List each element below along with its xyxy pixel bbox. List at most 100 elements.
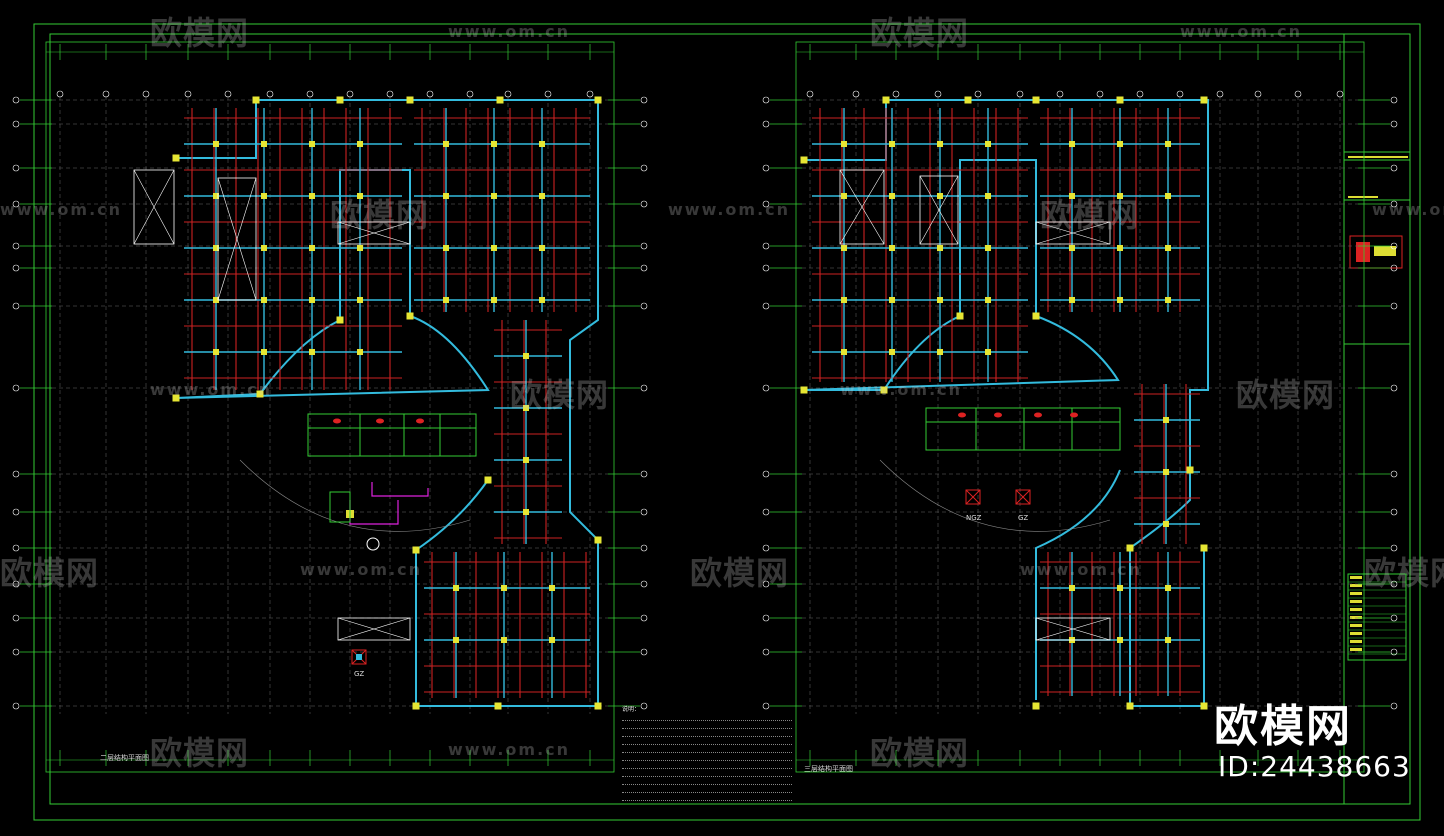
grid-bubble [762,614,770,622]
perimeter-column [1126,702,1134,710]
column [357,349,363,355]
stair-void [133,169,175,245]
outer-frame [33,23,1421,821]
grid-bubble [504,90,512,98]
perimeter-column [1032,312,1040,320]
column [213,245,219,251]
grid-bubble [1390,470,1398,478]
grid-bubble [762,200,770,208]
grid-bubble [12,702,20,710]
grid-bubble [544,90,552,98]
column [1165,585,1171,591]
column [841,245,847,251]
column [985,141,991,147]
grid-bubble [12,200,20,208]
grid-bubble [640,120,648,128]
perimeter-column [800,386,808,394]
grid-bubble [762,648,770,656]
dimension-frame [795,41,1365,773]
grid-bubble [762,544,770,552]
grid-bubble [762,384,770,392]
column [1117,297,1123,303]
perimeter-column [336,96,344,104]
grid-bubble [806,90,814,98]
column [539,193,545,199]
grid-bubble [1136,90,1144,98]
grid-bubble [1390,264,1398,272]
column [523,509,529,515]
perimeter-column [252,96,260,104]
grid-bubble [426,90,434,98]
grid-bubble [12,120,20,128]
column [1165,637,1171,643]
column [1117,193,1123,199]
grid-bubble [12,614,20,622]
grid-bubble [224,90,232,98]
perimeter-column [496,96,504,104]
column [309,297,315,303]
grid-bubble [640,200,648,208]
grid-bubble [12,508,20,516]
perimeter-column [1032,702,1040,710]
column [357,245,363,251]
perimeter-column [1126,544,1134,552]
stair-void-cross [217,177,257,301]
column [1069,585,1075,591]
floor-plan-left[interactable] [12,41,648,773]
perimeter-column [964,96,972,104]
grid-bubble [1390,96,1398,104]
grid-bubble [12,242,20,250]
column-detail-right [965,489,1031,505]
column [309,245,315,251]
column [443,193,449,199]
grid-bubble [12,164,20,172]
stair-void-cross [839,169,885,245]
column [937,193,943,199]
stair-void [1035,221,1111,245]
perimeter-column [172,154,180,162]
column [1069,297,1075,303]
column [889,297,895,303]
grid-bubble [762,164,770,172]
rebar-legend-table-right [925,407,1121,451]
grid-bubble [762,470,770,478]
grid-bubble [346,90,354,98]
grid-bubble [1390,702,1398,710]
grid-bubble [640,164,648,172]
column [1165,193,1171,199]
title-block-text-mark [1350,624,1362,627]
column [453,637,459,643]
stair-void [337,617,411,641]
grid-bubble [640,508,648,516]
grid-bubble [762,580,770,588]
title-block-text-mark [1350,592,1362,595]
building-wall-outline [1035,469,1121,700]
column [309,349,315,355]
grid-bubble [1390,120,1398,128]
column [1069,193,1075,199]
perimeter-column [494,702,502,710]
column [937,349,943,355]
inner-frame [49,33,1411,805]
column [539,297,545,303]
column [491,193,497,199]
perimeter-column [800,156,808,164]
column [889,245,895,251]
grid-bubble [102,90,110,98]
detail-label-gz-left: GZ [354,670,365,678]
column [523,353,529,359]
column [443,141,449,147]
column [213,193,219,199]
brand-logo-text: 欧模网 [1214,701,1352,752]
title-block-text-mark [1348,196,1378,198]
stair-void-cross [919,175,959,245]
column [261,245,267,251]
asset-id: ID:24438663 [1218,750,1411,783]
stair-void [217,177,257,301]
title-block-text-mark [1348,156,1408,158]
grid-bubble [934,90,942,98]
grid-bubble [1390,580,1398,588]
floor-plan-right[interactable] [762,41,1398,773]
grid-bubble [1176,90,1184,98]
